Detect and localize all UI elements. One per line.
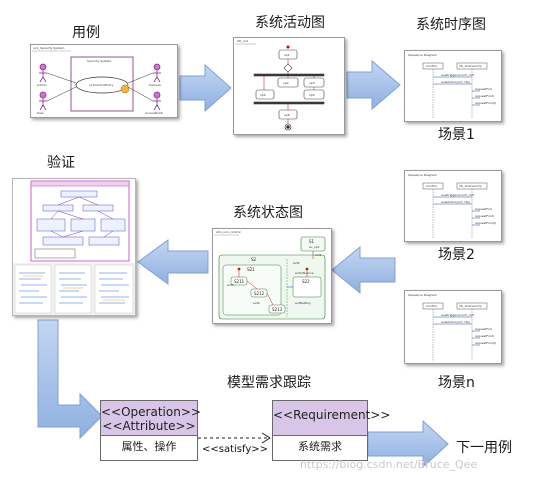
verification-drawing bbox=[13, 180, 135, 315]
satisfy-label: <<satisfy>> bbox=[202, 444, 269, 455]
use-case-diagram-thumbnail: uc1_Security System Security System uc1C… bbox=[30, 44, 178, 118]
sequence-diagram-thumbnail-scene1: Sequence Diagram Control clk_Scenario7p … bbox=[404, 50, 502, 122]
sequence-lifeline: Control bbox=[426, 304, 437, 308]
activity-node: op5 bbox=[309, 93, 315, 97]
use-case-tab: uc1_Security System bbox=[33, 46, 65, 50]
requirement-compartment: 系统需求 bbox=[272, 436, 368, 461]
state-label: S21 bbox=[247, 267, 255, 272]
verification-sequence-panels bbox=[14, 264, 134, 314]
operation-attribute-box: <<Operation>> <<Attribute>> bbox=[100, 400, 201, 436]
activity-node: op4 bbox=[260, 93, 266, 97]
arrow-state-to-verify bbox=[137, 239, 209, 285]
transition-label: evtInfluence bbox=[295, 271, 314, 275]
sequence-message: requestFn2 bbox=[475, 87, 492, 91]
sequence-lifeline: Control bbox=[426, 184, 437, 188]
sequence-message: evaltriggers(conf_cnf) bbox=[441, 193, 474, 197]
sequence-drawing bbox=[422, 62, 488, 119]
caption-activity: 系统活动图 bbox=[255, 15, 325, 31]
transition-label: evt1 bbox=[315, 253, 322, 257]
caption-scene1: 场景1 bbox=[438, 127, 475, 143]
sequence-diagram-thumbnail-scene2: Sequence Diagram Control clk_Scenario7p … bbox=[404, 170, 502, 242]
state-label: S213 bbox=[272, 307, 283, 312]
sequence-message: requestFn(2) bbox=[475, 334, 495, 338]
caption-state: 系统状态图 bbox=[233, 205, 303, 221]
operation-attribute-compartment: 属性、操作 bbox=[100, 436, 198, 461]
caption-next: 下一用例 bbox=[456, 440, 512, 456]
caption-scene-n: 场景n bbox=[438, 375, 475, 391]
sequence-message: evalAction(cnf_cfg) bbox=[441, 200, 470, 204]
arrow-trace-to-next bbox=[367, 419, 449, 469]
sequence-message: requestFn1(2) bbox=[475, 101, 497, 105]
state-label: S1 bbox=[309, 239, 315, 244]
sequence-lifeline: clk_Scenario7p bbox=[459, 184, 482, 188]
caption-scene2: 场景2 bbox=[438, 247, 475, 263]
state-drawing bbox=[214, 234, 326, 320]
sequence-title: Sequence Diagram bbox=[408, 173, 437, 177]
sequence-message: requestFn1(2) bbox=[475, 341, 497, 345]
actor-label: AccessPoint bbox=[145, 111, 163, 115]
caption-trace: 模型需求跟踪 bbox=[227, 375, 311, 391]
state-tab: stm_uc1_control bbox=[216, 230, 241, 234]
sequence-message: requestFn(2) bbox=[475, 94, 495, 98]
transition-label: evtBattery bbox=[295, 301, 311, 305]
state-label: S211 bbox=[234, 279, 245, 284]
use-case-drawing bbox=[32, 50, 161, 112]
activity-node: op3 bbox=[309, 81, 315, 85]
sequence-message: evaltriggers(conf_cnf) bbox=[441, 73, 474, 77]
state-label: S2 bbox=[251, 257, 257, 262]
state-label: S212 bbox=[254, 291, 265, 296]
actor-label: Camera bbox=[149, 83, 161, 87]
transition-label: evt2 bbox=[293, 261, 300, 265]
arrow-usecase-to-activity bbox=[179, 63, 232, 113]
sequence-message: evalAction(cnf_cfg) bbox=[441, 80, 470, 84]
requirement-box: <<Requirement>> bbox=[272, 400, 390, 436]
watermark: https://blog.csdn.net/Bruce_Qee bbox=[300, 458, 478, 471]
sequence-lifeline: clk_Scenario7p bbox=[459, 304, 482, 308]
sequence-message: requestFn(2) bbox=[475, 214, 495, 218]
operation-stereotype: <<Operation>> bbox=[101, 405, 201, 419]
arrow-activity-to-sequence bbox=[346, 59, 401, 111]
sequence-message: evaltriggers(conf_cnf) bbox=[441, 313, 474, 317]
arrow-verify-to-trace bbox=[37, 319, 103, 440]
sequence-message: requestFn1(2) bbox=[475, 221, 497, 225]
state-diagram-thumbnail: stm_uc1_control S1 S2 S21 S211 S212 S213… bbox=[212, 228, 332, 324]
sequence-diagram-thumbnail-scene-n: Sequence Diagram Control clk_Scenario7p … bbox=[404, 290, 502, 364]
sequence-title: Sequence Diagram bbox=[408, 53, 437, 57]
activity-diagram-thumbnail: AD_uc1 op1 op2 op3 op4 op5 op6 bbox=[233, 37, 345, 135]
sequence-message: evalAction(cnf_cfg) bbox=[441, 320, 470, 324]
activity-node: op2 bbox=[283, 81, 289, 85]
activity-node: op1 bbox=[284, 53, 290, 57]
actor-label: User bbox=[37, 111, 44, 115]
sequence-lifeline: Control bbox=[426, 64, 437, 68]
verification-thumbnail bbox=[12, 178, 136, 316]
caption-sequence: 系统时序图 bbox=[416, 17, 486, 33]
satisfy-connector bbox=[198, 432, 271, 444]
attribute-stereotype: <<Attribute>> bbox=[102, 419, 196, 433]
use-case-system-label: Security System bbox=[87, 59, 112, 63]
actor-label: Admin bbox=[37, 83, 47, 87]
arrow-scenario-to-state bbox=[331, 245, 396, 295]
activity-drawing bbox=[235, 43, 325, 131]
sequence-title: Sequence Diagram bbox=[408, 293, 437, 297]
activity-node: op6 bbox=[284, 113, 290, 117]
use-case-ellipse-label: uc1ControlEntry bbox=[89, 83, 114, 87]
sequence-drawing bbox=[422, 302, 488, 361]
transition-label: ev_op1 bbox=[309, 245, 320, 249]
sequence-lifeline: clk_Scenario7p bbox=[459, 64, 482, 68]
sequence-drawing bbox=[422, 182, 488, 239]
transition-label: evt3 bbox=[227, 283, 234, 287]
caption-use-case: 用例 bbox=[72, 25, 100, 41]
activity-tab: AD_uc1 bbox=[237, 39, 249, 43]
sequence-message: requestFn2 bbox=[475, 207, 492, 211]
state-label: S22 bbox=[302, 279, 310, 284]
caption-verify: 验证 bbox=[47, 155, 75, 171]
sequence-message: requestFn2 bbox=[475, 327, 492, 331]
transition-label: evt4 bbox=[253, 301, 260, 305]
